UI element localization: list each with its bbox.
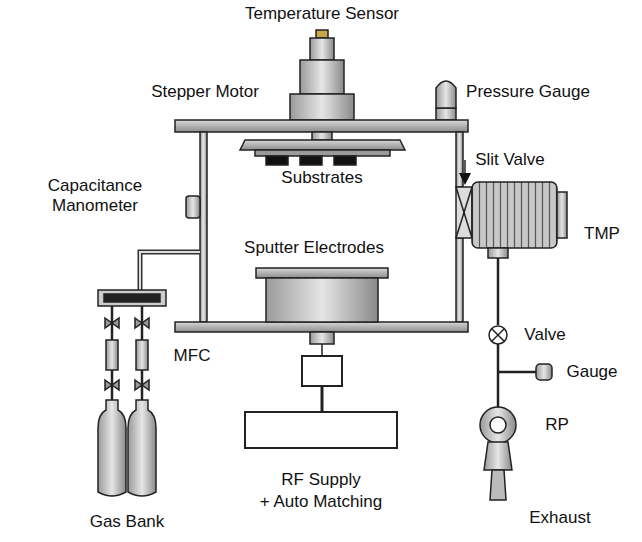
mfc-label: MFC <box>174 346 211 366</box>
gauge-label: Gauge <box>566 362 617 382</box>
manometer-label: Capacitance Manometer <box>30 176 160 216</box>
substrate-label: Substrates <box>281 168 362 188</box>
pump-label: RP <box>545 415 569 435</box>
supply-label: RF Supply <box>281 470 360 490</box>
gas-label: Gas Bank <box>90 512 165 532</box>
valve-label: Valve <box>524 325 565 345</box>
motor-label: Stepper Motor <box>151 82 259 102</box>
exhaust-label: Exhaust <box>529 508 590 528</box>
sensor-label: Temperature Sensor <box>245 4 399 24</box>
matching-label: + Auto Matching <box>260 492 382 512</box>
pump-label: TMP <box>584 224 620 244</box>
valve-label: Slit Valve <box>475 150 545 170</box>
electrode-label: Sputter Electrodes <box>244 238 384 258</box>
gauge-label: Pressure Gauge <box>466 82 590 102</box>
